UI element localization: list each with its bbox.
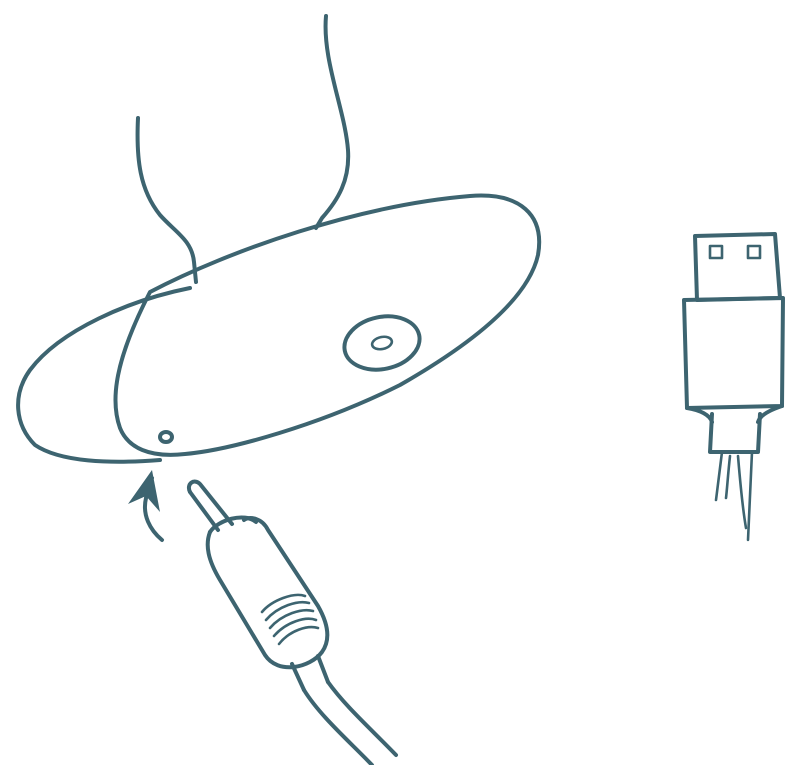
device-icon — [18, 196, 539, 462]
charging-port-icon — [160, 432, 172, 442]
hand-icon — [138, 16, 349, 282]
insert-arrow-icon — [128, 470, 162, 540]
usb-plug-icon — [684, 234, 783, 540]
dc-plug-icon — [189, 482, 396, 765]
